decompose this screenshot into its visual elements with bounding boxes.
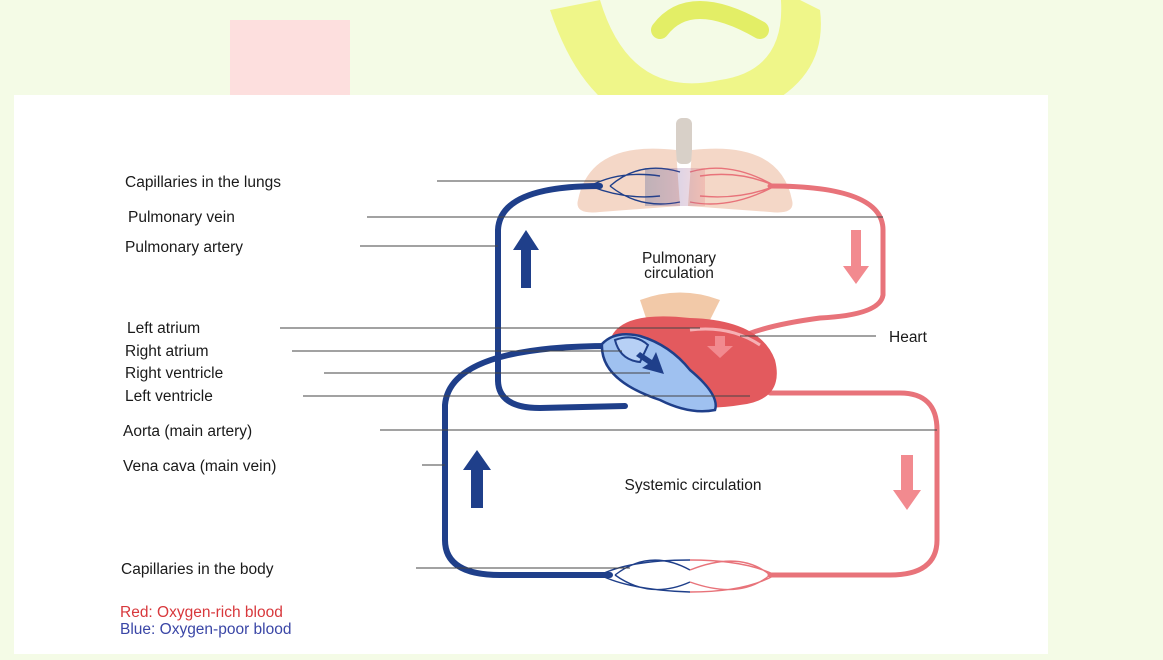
label-left-ventricle: Left ventricle	[125, 388, 213, 405]
systemic-down-arrow	[893, 455, 921, 510]
label-pulmonary-vein: Pulmonary vein	[128, 209, 235, 226]
pulmonary-down-arrow	[843, 230, 869, 284]
label-right-ventricle: Right ventricle	[125, 365, 223, 382]
pulmonary-up-arrow	[513, 230, 539, 288]
label-capillaries-body: Capillaries in the body	[121, 561, 274, 578]
label-left-atrium: Left atrium	[127, 320, 200, 337]
key-oxygen-rich: Red: Oxygen-rich blood	[120, 604, 283, 621]
leader-lines	[280, 181, 937, 568]
region-pulmonary-line2: circulation	[644, 265, 714, 282]
label-right-atrium: Right atrium	[125, 343, 209, 360]
key-oxygen-poor: Blue: Oxygen-poor blood	[120, 621, 291, 638]
label-vena-cava: Vena cava (main vein)	[123, 458, 276, 475]
label-pulmonary-artery: Pulmonary artery	[125, 239, 243, 256]
body-capillaries	[600, 560, 775, 592]
systemic-up-arrow	[463, 450, 491, 508]
heart-illustration	[602, 293, 777, 412]
label-heart: Heart	[889, 329, 928, 346]
label-capillaries-lungs: Capillaries in the lungs	[125, 174, 281, 191]
label-aorta: Aorta (main artery)	[123, 423, 252, 440]
region-systemic: Systemic circulation	[625, 477, 762, 494]
